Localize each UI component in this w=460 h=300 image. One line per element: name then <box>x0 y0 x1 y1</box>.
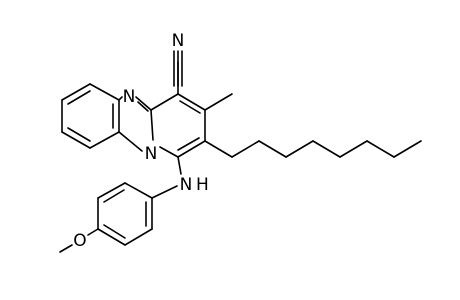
bond <box>177 156 182 175</box>
bond <box>103 189 125 203</box>
atom-label-ring-n-upper: N <box>123 87 136 107</box>
bond <box>137 101 149 112</box>
bond <box>103 224 126 239</box>
bond <box>97 182 126 199</box>
bond <box>124 182 153 199</box>
bond <box>124 228 153 246</box>
bond <box>177 93 206 111</box>
bond <box>89 83 120 101</box>
bond <box>118 131 143 152</box>
bond <box>393 140 422 158</box>
bond <box>89 131 120 149</box>
bond <box>285 140 314 158</box>
atom-label-ring-n-lower: N <box>145 144 158 164</box>
bond <box>204 140 233 158</box>
bond-lines <box>59 50 422 253</box>
bond <box>312 140 341 158</box>
bond <box>231 140 260 158</box>
bond <box>67 127 91 142</box>
atom-label-amine-n: N <box>180 175 193 195</box>
bond <box>179 100 201 114</box>
bond <box>97 228 126 246</box>
bond <box>177 140 206 158</box>
bond <box>159 146 179 158</box>
atom-label-nitrile-n: N <box>172 31 185 51</box>
bond <box>258 140 287 158</box>
bond <box>151 185 178 199</box>
bond <box>366 140 395 158</box>
bond <box>118 96 123 101</box>
bond <box>59 244 73 253</box>
bond <box>150 109 154 141</box>
bond <box>150 93 179 111</box>
bond <box>204 93 233 111</box>
bond <box>61 83 91 101</box>
bond <box>67 90 91 105</box>
atom-label-ether-o: O <box>73 231 86 251</box>
bond <box>339 140 368 158</box>
atom-label-amine-h: H <box>196 175 209 195</box>
bond <box>135 96 152 111</box>
bond <box>87 228 99 236</box>
atom-labels: N N N N H O <box>73 31 208 251</box>
bond <box>61 131 91 149</box>
bond <box>177 137 200 151</box>
